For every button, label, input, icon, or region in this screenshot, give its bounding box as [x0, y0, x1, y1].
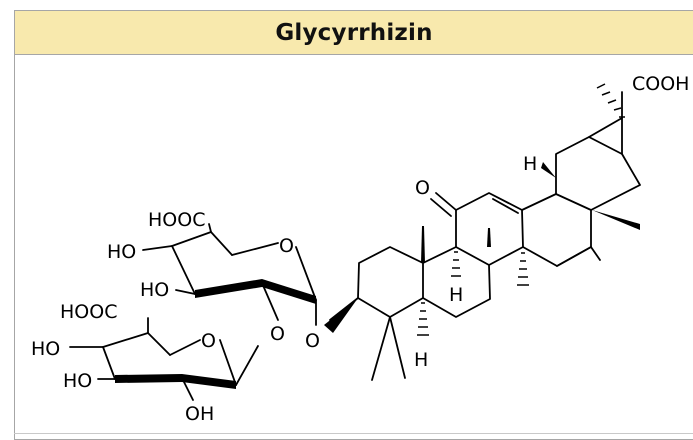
- cooh-label: COOH: [632, 73, 689, 95]
- ho-label-d: HO: [63, 370, 92, 392]
- sugar-lower-bold-bond: [115, 374, 182, 383]
- ho-label-a: HO: [107, 241, 136, 263]
- compound-card: Glycyrrhizin: [14, 10, 693, 440]
- glycosidic-oxygen-1-label: O: [305, 330, 320, 352]
- ring-oxygen-upper-label: O: [279, 235, 294, 257]
- ketone-oxygen-label: O: [415, 177, 430, 199]
- hooc-upper-label: HOOC: [148, 209, 205, 231]
- ring-oxygen-lower-label: O: [201, 330, 216, 352]
- ho-label-c: HO: [31, 338, 60, 360]
- stereo-bonds: [324, 83, 640, 336]
- oh-label: OH: [185, 403, 214, 425]
- sugar-upper-bonds: [142, 223, 317, 326]
- sugar-upper-bold-bond: [195, 279, 262, 298]
- h-label-mid: H: [449, 284, 463, 306]
- h-label-low: H: [414, 349, 428, 371]
- h-label-top: H: [523, 153, 537, 175]
- compound-title: Glycyrrhizin: [275, 19, 433, 46]
- bottom-divider: [14, 433, 693, 434]
- skeleton-bonds: [329, 91, 641, 381]
- glycosidic-oxygen-2-label: O: [270, 323, 285, 345]
- hooc-lower-label: HOOC: [60, 301, 117, 323]
- card-header: Glycyrrhizin: [15, 11, 693, 55]
- sugar-lower-bonds: [69, 317, 259, 401]
- ho-label-b: HO: [140, 279, 169, 301]
